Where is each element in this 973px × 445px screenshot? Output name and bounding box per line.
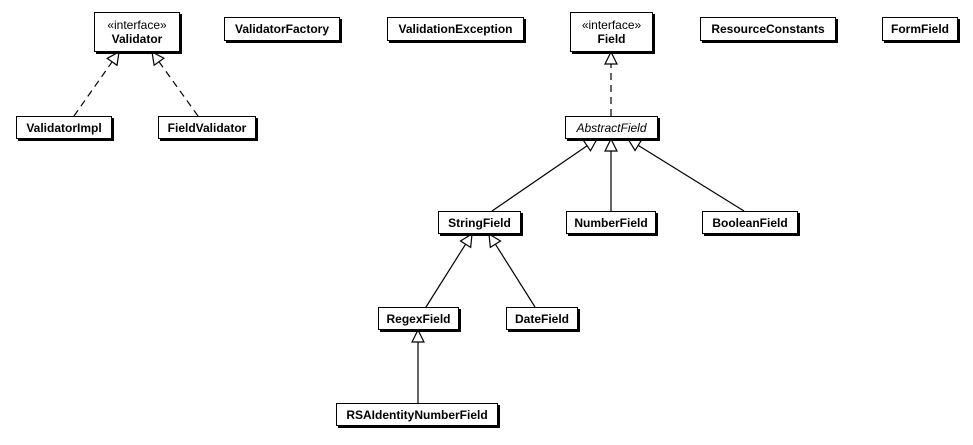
class-string-field: StringField xyxy=(438,211,521,234)
hollow-arrowhead-icon xyxy=(459,232,473,249)
hollow-arrowhead-icon xyxy=(626,138,643,152)
class-rsa-identity-number-field: RSAIdentityNumberField xyxy=(336,403,498,426)
hollow-arrowhead-icon xyxy=(488,232,502,249)
class-name: FieldValidator xyxy=(167,120,247,135)
class-field-validator: FieldValidator xyxy=(158,116,256,139)
hollow-arrowhead-icon xyxy=(604,137,618,152)
class-name: ResourceConstants xyxy=(711,22,825,36)
class-name: AbstractField xyxy=(576,120,647,135)
class-date-field: DateField xyxy=(506,307,578,330)
class-regex-field: RegexField xyxy=(378,307,459,330)
relation-line-date-field xyxy=(494,243,536,308)
class-field: «interface» Field xyxy=(570,12,653,52)
class-boolean-field: BooleanField xyxy=(702,211,798,234)
relation-line-boolean-field xyxy=(637,144,745,212)
stereotype-label: «interface» xyxy=(107,18,167,32)
class-name: StringField xyxy=(448,215,511,230)
relation-line-string-field xyxy=(491,145,588,212)
class-name: BooleanField xyxy=(712,215,788,230)
relation-line-field-validator xyxy=(158,61,199,117)
class-validator-impl: ValidatorImpl xyxy=(16,116,112,139)
class-name: Validator xyxy=(111,32,163,46)
class-validator-factory: ValidatorFactory xyxy=(224,17,340,41)
hollow-arrowhead-icon xyxy=(604,50,618,65)
class-name: FormField xyxy=(890,22,949,36)
class-form-field: FormField xyxy=(882,17,958,41)
stereotype-label: «interface» xyxy=(581,18,642,32)
class-name: ValidatorImpl xyxy=(26,120,102,135)
class-validation-exception: ValidationException xyxy=(387,17,524,41)
class-name: ValidationException xyxy=(398,22,513,36)
class-name: RegexField xyxy=(386,311,451,326)
class-name: DateField xyxy=(514,311,569,326)
class-number-field: NumberField xyxy=(566,211,656,234)
relation-line-validator-impl xyxy=(73,61,113,117)
relation-line-regex-field xyxy=(425,243,467,308)
class-name: NumberField xyxy=(574,215,648,230)
class-abstract-field: AbstractField xyxy=(565,116,658,139)
class-name: Field xyxy=(597,32,626,46)
class-resource-constants: ResourceConstants xyxy=(700,17,836,41)
hollow-arrowhead-icon xyxy=(411,328,425,343)
class-validator: «interface» Validator xyxy=(94,12,180,52)
hollow-arrowhead-icon xyxy=(582,138,599,152)
class-name: ValidatorFactory xyxy=(234,22,330,36)
hollow-arrowhead-icon xyxy=(151,50,166,67)
hollow-arrowhead-icon xyxy=(106,50,120,67)
class-name: RSAIdentityNumberField xyxy=(346,407,488,422)
